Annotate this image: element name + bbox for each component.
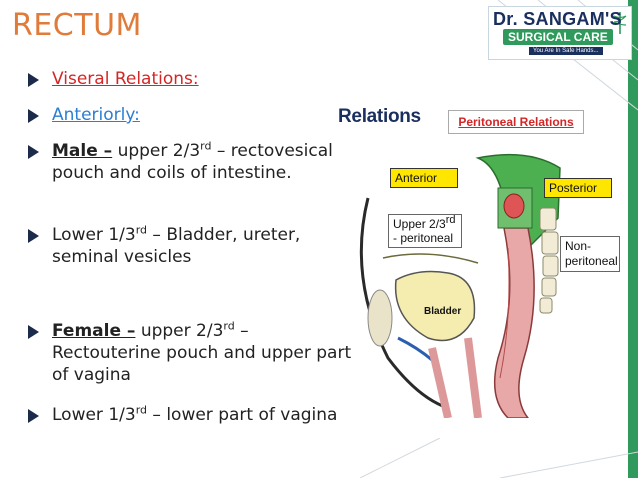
arrow-bullet-icon [28,409,39,423]
caduceus-icon [613,12,627,34]
arrow-bullet-icon [28,73,39,87]
slide-title: RECTUM [12,8,142,43]
male-label: Male – [52,141,113,161]
posterior-label: Posterior [544,178,612,198]
anatomy-illustration [359,153,561,418]
male-sup: rd [200,139,212,153]
bottom-decoration [359,438,638,478]
upper-text: Upper 2/3 [393,217,446,231]
arrow-bullet-icon [28,109,39,123]
male-text: upper 2/3 [112,141,201,161]
peritoneal-relations-box: Peritoneal Relations [448,110,584,134]
male-text-rest: – rectovesical pouch and coils of intest… [52,141,333,183]
logo: Dr. SANGAM'S SURGICAL CARE You Are In Sa… [488,6,632,60]
bullet-female: Female – upper 2/3rd – Rectouterine pouc… [26,320,352,386]
female-sup: rd [223,319,235,333]
non-text: Non- [565,239,592,253]
female-text-rest: – Rectouterine pouch and upper part of v… [52,321,352,385]
anteriorly-heading: Anteriorly: [52,105,140,125]
female-text: upper 2/3 [135,321,224,341]
bullet-female-lower: Lower 1/3rd – lower part of vagina [26,404,352,426]
logo-subtitle: SURGICAL CARE [503,29,613,45]
rectum-relations-figure: Relations Peritoneal Relations Anterior … [328,98,624,418]
right-accent-bar [628,0,638,478]
bullet-anteriorly: Anteriorly: [26,104,140,126]
non-peritoneal-label: Non- peritoneal [560,236,620,272]
bullet-viseral: Viseral Relations: [26,68,199,90]
bladder-label: Bladder [424,306,462,317]
arrow-bullet-icon [28,229,39,243]
lower2-sup: rd [135,403,148,417]
bullet-male: Male – upper 2/3rd – rectovesical pouch … [26,140,352,184]
anterior-label: Anterior [390,168,458,188]
arrow-bullet-icon [28,145,39,159]
lower-text: Lower 1/3 [52,225,136,245]
upper-peritoneal-label: Upper 2/3rd - peritoneal [388,214,462,248]
viseral-heading: Viseral Relations: [52,69,199,89]
female-label: Female – [52,321,136,341]
lower2-text: Lower 1/3 [52,405,136,425]
logo-tagline: You Are In Safe Hands... [529,47,603,55]
upper-text-rest: - peritoneal [393,231,454,245]
lower-text-rest: – Bladder, ureter, seminal vesicles [52,225,301,267]
lower-sup: rd [135,223,148,237]
logo-name: Dr. SANGAM'S [493,9,622,29]
upper-sup: rd [445,214,456,226]
figure-title: Relations [338,106,421,127]
arrow-bullet-icon [28,325,39,339]
bullet-male-lower: Lower 1/3rd – Bladder, ureter, seminal v… [26,224,352,268]
lower2-text-rest: – lower part of vagina [147,405,338,425]
peritoneal-text: peritoneal [565,254,618,268]
